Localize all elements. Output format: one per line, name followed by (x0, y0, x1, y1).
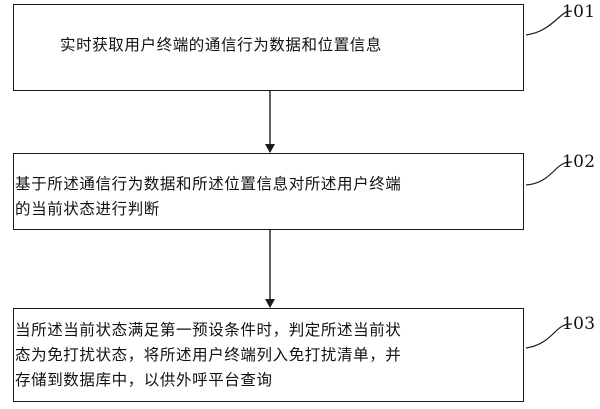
step-102-line-1: 基于所述通信行为数据和所述位置信息对所述用户终端 (15, 175, 402, 193)
step-101-text: 实时获取用户终端的通信行为数据和位置信息 (60, 33, 382, 58)
step-101-box (13, 4, 524, 91)
step-103-line-3: 存储到数据库中，以供外呼平台查询 (15, 371, 273, 389)
step-102-text: 基于所述通信行为数据和所述位置信息对所述用户终端 的当前状态进行判断 (15, 172, 401, 222)
step-101-number: 101 (562, 2, 596, 22)
leader-line-101 (525, 10, 573, 36)
leader-line-103 (525, 323, 573, 349)
step-102-box (13, 153, 524, 230)
step-102-number: 102 (562, 152, 596, 172)
step-103-box (13, 308, 524, 402)
leader-line-102 (525, 161, 573, 186)
step-102-line-2: 的当前状态进行判断 (15, 200, 160, 218)
step-103-text: 当所述当前状态满足第一预设条件时，判定所述当前状 态为免打扰状态，将所述用户终端… (15, 318, 401, 393)
step-103-number: 103 (562, 314, 596, 334)
step-101-line-1: 实时获取用户终端的通信行为数据和位置信息 (60, 36, 383, 54)
step-103-line-1: 当所述当前状态满足第一预设条件时，判定所述当前状 (15, 321, 402, 339)
step-103-line-2: 态为免打扰状态，将所述用户终端列入免打扰清单，并 (15, 346, 402, 364)
